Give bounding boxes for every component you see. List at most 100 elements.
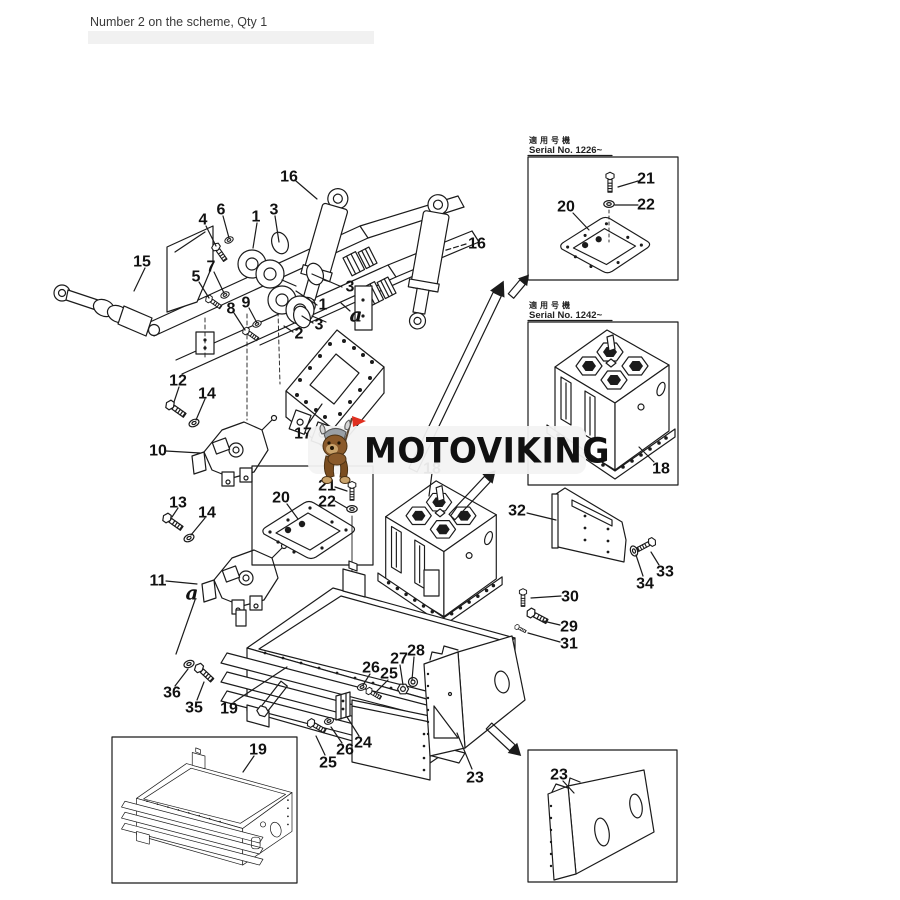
leader-line xyxy=(295,180,318,200)
watermark: MOTOVIKING xyxy=(308,416,609,484)
leader-line xyxy=(340,302,351,312)
part-callout-1: 1 xyxy=(319,297,328,314)
part-callout-16: 16 xyxy=(280,169,298,186)
part-callout-8: 8 xyxy=(227,301,236,318)
leader-line xyxy=(346,716,360,737)
leader-line xyxy=(233,312,246,331)
leader-line xyxy=(572,212,590,231)
chassis-frame xyxy=(149,195,480,421)
leader-line xyxy=(334,500,348,509)
part-callout-31: 31 xyxy=(560,636,578,653)
leader-line xyxy=(195,398,206,421)
part-callout-26: 26 xyxy=(362,660,380,677)
leader-line xyxy=(174,668,189,687)
part-callout-25: 25 xyxy=(319,755,337,772)
part-callout-a: a xyxy=(186,581,199,605)
part-callout-33: 33 xyxy=(656,564,674,581)
leader-line xyxy=(638,446,655,463)
part-callout-21: 21 xyxy=(637,171,655,188)
leader-line xyxy=(527,632,561,643)
leader-line xyxy=(233,666,288,703)
leader-line xyxy=(190,517,206,536)
leader-line xyxy=(311,273,343,288)
leader-line xyxy=(248,307,258,324)
part-callout-13: 13 xyxy=(169,495,187,512)
leader-line xyxy=(362,673,371,686)
part-callout-34: 34 xyxy=(636,576,654,593)
leader-line xyxy=(542,620,561,626)
caption-strip xyxy=(88,31,374,44)
part-callout-18: 18 xyxy=(652,461,670,478)
part-callout-22: 22 xyxy=(318,494,336,511)
bracket-32 xyxy=(551,487,658,563)
leader-line xyxy=(428,472,433,497)
leader-line xyxy=(242,755,255,773)
leader-line xyxy=(411,656,415,681)
part-callout-4: 4 xyxy=(199,212,208,229)
leader-line xyxy=(274,215,280,243)
leader-line xyxy=(213,271,225,294)
part-callout-23: 23 xyxy=(550,767,568,784)
caption-text: Number 2 on the scheme, Qty 1 xyxy=(88,14,374,30)
part-callout-19: 19 xyxy=(249,742,267,759)
leader-line xyxy=(165,580,198,585)
leader-line xyxy=(175,599,196,655)
leader-line xyxy=(222,215,230,239)
leader-line xyxy=(456,732,473,770)
inset-guard-box-content xyxy=(121,747,293,866)
part-callout-27: 27 xyxy=(390,651,408,668)
leader-line xyxy=(617,180,639,188)
figure-caption: Number 2 on the scheme, Qty 1 xyxy=(88,14,374,44)
part-callout-14: 14 xyxy=(198,386,216,403)
leader-line xyxy=(252,222,258,249)
inset-serial-1242-heading: Serial No. 1242~ xyxy=(529,310,603,321)
valve-body-18 xyxy=(377,480,503,626)
watermark-text: MOTOVIKING xyxy=(364,429,610,471)
inset-cover-content xyxy=(547,769,655,881)
inset-serial-1242 xyxy=(527,321,679,486)
inset-1226-content xyxy=(560,171,651,274)
leader-line xyxy=(376,679,389,692)
leader-line xyxy=(315,735,326,756)
leader-line xyxy=(330,726,343,744)
part-callout-7: 7 xyxy=(207,259,216,276)
part-callout-32: 32 xyxy=(508,503,526,520)
inset-serial-1242-heading-cjk: 適用号機 xyxy=(529,300,573,310)
leader-line xyxy=(650,551,660,566)
leader-line xyxy=(295,290,318,306)
leader-line xyxy=(301,315,314,324)
part-callout-10: 10 xyxy=(149,443,167,460)
gear-pump-assembly xyxy=(237,231,397,331)
part-callout-36: 36 xyxy=(163,685,181,702)
part-callout-3: 3 xyxy=(270,202,279,219)
leader-line xyxy=(133,267,146,292)
part-callout-25: 25 xyxy=(380,666,398,683)
viking-dog-icon xyxy=(319,416,366,484)
fasteners-29-30-31 xyxy=(513,588,550,635)
leader-line xyxy=(196,681,205,701)
control-valve-11 xyxy=(160,511,288,627)
part-callout-20: 20 xyxy=(557,199,575,216)
leader-line xyxy=(526,512,557,521)
inset-serial-1226-heading-cjk: 適用号機 xyxy=(529,135,573,145)
part-callout-19: 19 xyxy=(220,701,238,718)
part-callout-28: 28 xyxy=(407,643,425,660)
part-callout-1: 1 xyxy=(252,209,261,226)
part-callout-5: 5 xyxy=(192,269,201,286)
inset-serial-1226-heading: Serial No. 1226~ xyxy=(529,145,603,156)
part-callout-9: 9 xyxy=(242,295,251,312)
leader-line xyxy=(198,281,210,299)
part-callout-12: 12 xyxy=(169,373,187,390)
leader-line xyxy=(305,403,323,428)
inset-cover xyxy=(527,749,678,883)
leader-line xyxy=(286,503,299,520)
part-callout-2: 2 xyxy=(295,326,304,343)
leader-line xyxy=(635,554,644,577)
leader-line xyxy=(334,486,348,492)
part-callout-6: 6 xyxy=(217,202,226,219)
part-callout-24: 24 xyxy=(354,735,372,752)
part-callout-3: 3 xyxy=(346,279,355,296)
leader-line xyxy=(173,386,180,403)
